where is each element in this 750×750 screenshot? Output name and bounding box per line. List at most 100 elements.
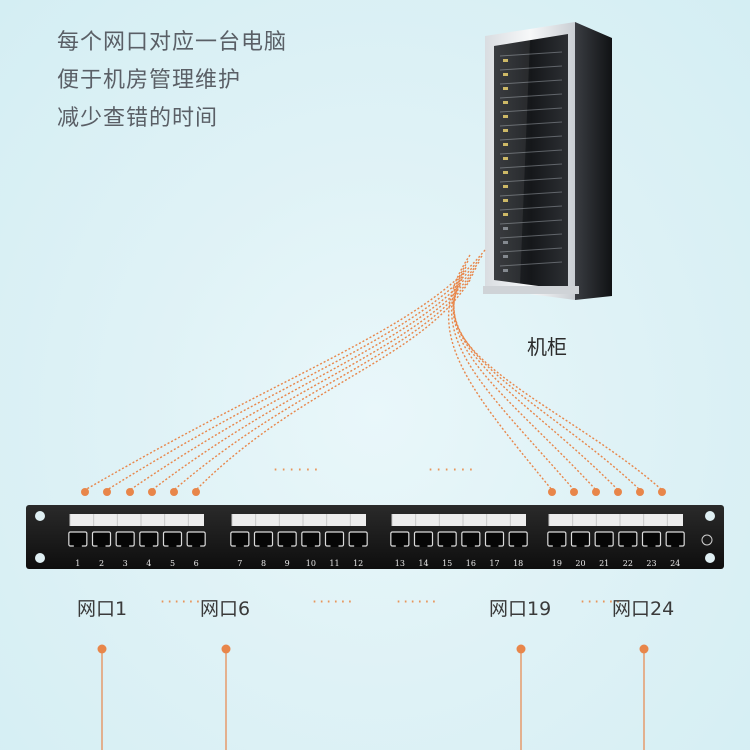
rack-unit-led [503, 269, 508, 272]
rj45-port-tab [306, 544, 315, 547]
rj45-port-tab [552, 544, 561, 547]
label-strip [70, 514, 204, 526]
cable-end-right-6 [658, 488, 666, 496]
rj45-port-tab [600, 544, 609, 547]
rj45-port [139, 531, 159, 547]
rj45-port-tab [576, 544, 585, 547]
rj45-port [230, 531, 250, 547]
headline-line-3: 减少查错的时间 [57, 106, 219, 131]
label-strip [232, 514, 366, 526]
rj45-port [547, 531, 567, 547]
cable-end-left-5 [170, 488, 178, 496]
port-number-19: 19 [552, 559, 562, 568]
server-cabinet [483, 22, 612, 300]
rack-unit-led [503, 227, 508, 230]
cable-right-1 [447, 254, 553, 491]
rack-unit-line [499, 79, 563, 85]
rj45-port [68, 531, 88, 547]
cable-end-right-2 [570, 488, 578, 496]
rack-unit-led [503, 255, 508, 258]
rack-unit-line [499, 93, 563, 99]
rj45-port-tab [395, 544, 404, 547]
rack-unit-line [499, 247, 563, 253]
port-number-10: 10 [306, 559, 316, 568]
cable-end-right-1 [548, 488, 556, 496]
drop-dot-2 [221, 644, 231, 654]
port-number-14: 14 [418, 559, 428, 568]
ellipsis-c: ······ [396, 592, 439, 611]
rack-unit-led [503, 143, 508, 146]
cable-left-1 [84, 249, 486, 491]
rj45-port-tab [97, 544, 106, 547]
rj45-port-tab [490, 544, 499, 547]
rj45-port-tab [443, 544, 452, 547]
ellipsis-mid-left: ······ [273, 460, 322, 479]
rj45-port [461, 531, 481, 547]
port-number-16: 16 [466, 559, 476, 568]
rj45-port [665, 531, 685, 547]
rack-unit-led [503, 185, 508, 188]
port-number-7: 7 [237, 559, 242, 568]
rj45-port [324, 531, 345, 547]
cable-end-right-3 [592, 488, 600, 496]
rack-unit-line [499, 233, 563, 239]
port-number-13: 13 [395, 559, 405, 568]
rj45-port-tab [671, 544, 680, 547]
cable-end-left-3 [126, 488, 134, 496]
rj45-port [115, 531, 135, 547]
cable-right-6 [452, 284, 663, 491]
port-label-19: 网口19 [489, 598, 552, 620]
rack-unit-led [503, 101, 508, 104]
cable-end-right-4 [614, 488, 622, 496]
rj45-port [508, 531, 528, 547]
port-number-6: 6 [194, 559, 199, 568]
rj45-port [390, 531, 410, 547]
port-number-18: 18 [513, 559, 523, 568]
rj45-port-tab [144, 544, 153, 547]
rack-unit-line [499, 107, 563, 113]
rj45-port [484, 531, 505, 547]
port-number-17: 17 [489, 559, 499, 568]
label-strip [392, 514, 526, 526]
port-number-2: 2 [99, 559, 104, 568]
rj45-port [301, 531, 321, 547]
cable-end-left-1 [81, 488, 89, 496]
rack-unit-led [503, 171, 508, 174]
logo-mark [701, 534, 713, 546]
cable-right-4 [453, 272, 619, 491]
rack-unit-line [499, 149, 563, 155]
rj45-port-tab [623, 544, 632, 547]
rj45-port-tab [466, 544, 475, 547]
rj45-port-tab [647, 544, 656, 547]
rj45-port-tab [73, 544, 82, 547]
rack-unit-line [499, 205, 563, 211]
port-label-6: 网口6 [200, 598, 251, 620]
rack-unit-line [499, 177, 563, 183]
rack-unit-line [499, 51, 563, 57]
rj45-port [162, 531, 183, 547]
drop-dot-3 [516, 644, 526, 654]
ellipsis-d: ······ [580, 592, 623, 611]
port-number-21: 21 [599, 559, 609, 568]
port-number-9: 9 [285, 559, 290, 568]
rj45-port [277, 531, 297, 547]
rj45-port-tab [259, 544, 268, 547]
drop-dot-4 [639, 644, 649, 654]
rack-unit-led [503, 87, 508, 90]
rack-unit-led [503, 213, 508, 216]
rj45-port [641, 531, 662, 547]
cable-right-5 [453, 278, 641, 491]
cable-end-left-4 [148, 488, 156, 496]
port-number-11: 11 [329, 559, 339, 568]
rack-unit-line [499, 65, 563, 71]
rj45-port [594, 531, 614, 547]
port-number-15: 15 [442, 559, 452, 568]
ellipsis-mid-right: ······ [428, 460, 477, 479]
headline-line-1: 每个网口对应一台电脑 [57, 30, 288, 55]
port-number-12: 12 [353, 559, 363, 568]
rj45-port-tab [168, 544, 177, 547]
cable-end-left-6 [192, 488, 200, 496]
drop-dot-1 [97, 644, 107, 654]
rj45-port-tab [235, 544, 244, 547]
cable-left-2 [106, 255, 483, 491]
